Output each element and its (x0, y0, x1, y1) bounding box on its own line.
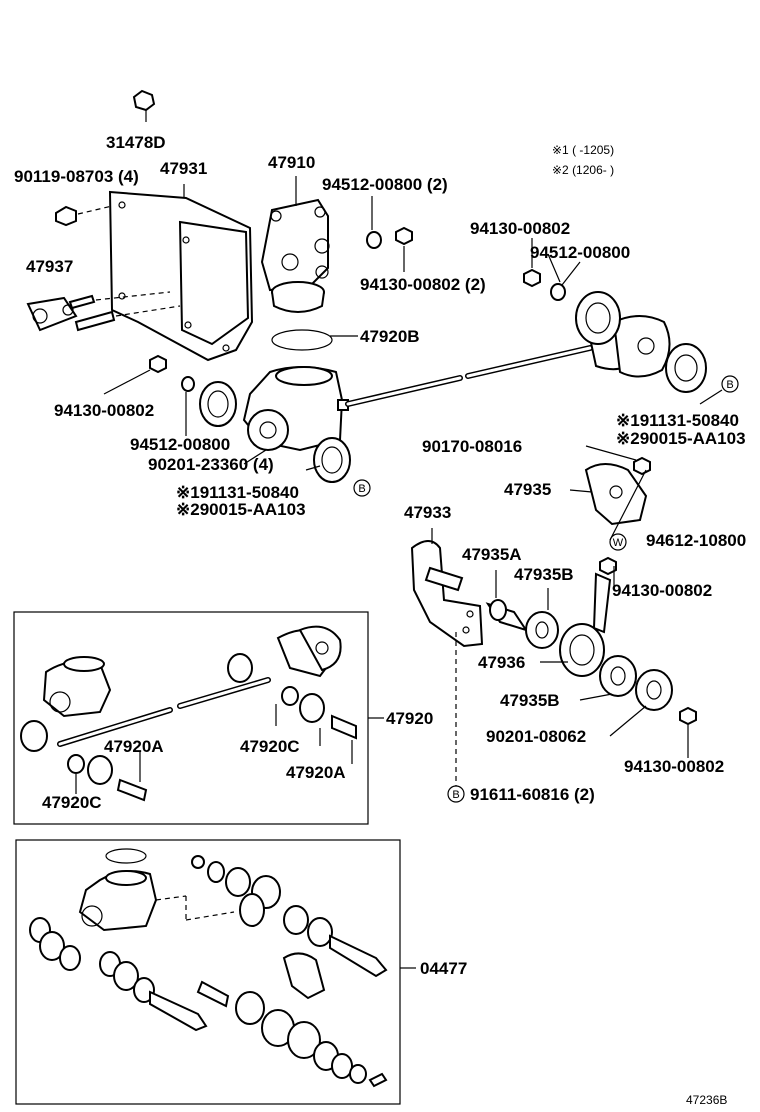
svg-text:W: W (613, 537, 624, 549)
label-94130-2: 94130-00802 (2) (360, 275, 486, 294)
label-47920: 47920 (386, 709, 433, 728)
label-94512-2: 94512-00800 (2) (322, 175, 448, 194)
ring-47920b-drawing (271, 329, 358, 351)
kit-47920-box (13, 611, 384, 825)
svg-text:B: B (726, 379, 733, 391)
label-47920c-2: 47920C (42, 793, 102, 812)
label-290015-right: ※290015-AA103 (616, 429, 746, 448)
bolt-90119-drawing (55, 205, 113, 227)
bracket-47931-drawing (108, 184, 254, 362)
label-90201-08062: 90201-08062 (486, 727, 586, 746)
label-90119: 90119-08703 (4) (14, 167, 139, 186)
nut-94130-right-drawing (523, 238, 541, 288)
nut-left-drawing (103, 354, 167, 395)
label-47931: 47931 (160, 159, 207, 178)
nut-94130-mid-drawing (599, 556, 617, 590)
boot-right-drawing (575, 291, 707, 393)
label-47935b-bot: 47935B (500, 691, 560, 710)
rod-drawing (345, 345, 593, 407)
marker-b-left: B (353, 479, 371, 497)
label-47936: 47936 (478, 653, 525, 672)
label-47920a-1: 47920A (104, 737, 164, 756)
bushing-47935b-bot-drawing (579, 655, 637, 701)
bracket-47935-drawing (569, 463, 648, 526)
label-94512-right: 94512-00800 (530, 243, 630, 262)
label-191131-left: ※191131-50840 (176, 483, 299, 502)
label-290015-left: ※290015-AA103 (176, 500, 306, 519)
label-47935b-top: 47935B (514, 565, 574, 584)
spacer-47935a-drawing (485, 570, 529, 632)
diagram-reference: 47236B (686, 1093, 727, 1107)
label-47935a: 47935A (462, 545, 522, 564)
label-91611: 91611-60816 (2) (470, 785, 595, 804)
label-94130-left: 94130-00802 (54, 401, 154, 420)
label-94130-bot: 94130-00802 (624, 757, 724, 776)
label-47920a-2: 47920A (286, 763, 346, 782)
washer-small-left-drawing (181, 376, 195, 436)
washer-94512-top-drawing (366, 196, 382, 249)
washer-94512-right-drawing (550, 261, 581, 301)
svg-text:B: B (452, 789, 459, 801)
svg-text:B: B (358, 483, 365, 495)
link-47936-drawing (540, 572, 612, 677)
label-191131-right: ※191131-50840 (616, 411, 739, 430)
label-47935: 47935 (504, 480, 551, 499)
marker-b-right: B (699, 375, 739, 405)
label-47920c-1: 47920C (240, 737, 300, 756)
label-94130-top: 94130-00802 (470, 219, 570, 238)
label-31478d: 31478D (106, 133, 166, 152)
label-47937: 47937 (26, 257, 73, 276)
label-90201-23360: 90201-23360 (4) (148, 455, 274, 474)
bolt-31478d-drawing (132, 89, 156, 122)
label-90170: 90170-08016 (422, 437, 522, 456)
leader-lines (243, 253, 647, 541)
washer-right-drawing (313, 437, 351, 483)
label-04477: 04477 (420, 959, 467, 978)
valve-body-drawing (242, 366, 349, 452)
note-2: ※2 (1206- ) (552, 163, 614, 177)
bushing-47935b-top-drawing (525, 588, 559, 649)
label-94130-mid: 94130-00802 (612, 581, 712, 600)
label-47920b: 47920B (360, 327, 420, 346)
nut-94130-bot-drawing (679, 706, 697, 758)
washer-left-drawing (199, 381, 237, 427)
label-47933: 47933 (404, 503, 451, 522)
label-94612: 94612-10800 (646, 531, 746, 550)
marker-w: W (609, 533, 627, 551)
label-47910: 47910 (268, 153, 315, 172)
washer-90201-drawing (609, 669, 673, 737)
kit-04477-box (15, 839, 416, 1105)
label-94512-left: 94512-00800 (130, 435, 230, 454)
arm-47933-drawing (410, 528, 484, 648)
link-47937-drawing (26, 291, 181, 332)
note-1: ※1 ( -1205) (552, 143, 614, 157)
valve-47910-drawing (260, 176, 330, 313)
nut-94130-top-drawing (395, 226, 413, 272)
marker-b-bolt: B (447, 785, 465, 803)
